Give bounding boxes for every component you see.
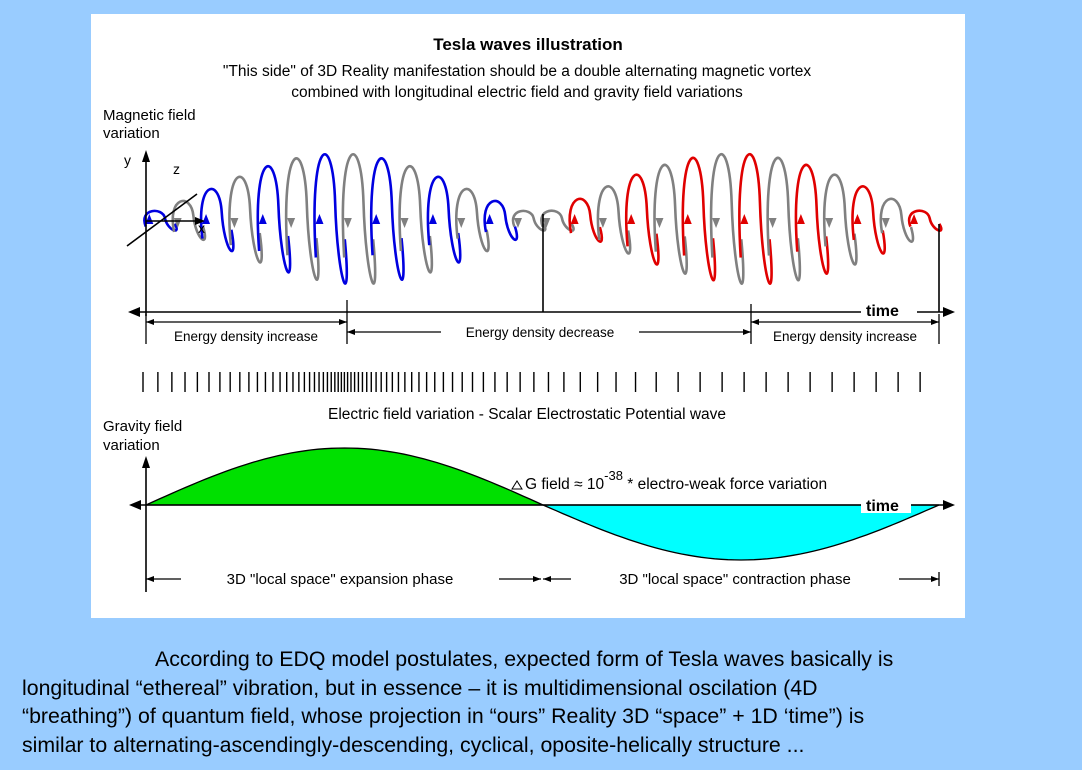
vortex-loop xyxy=(596,185,632,255)
magnetic-vortex-waves xyxy=(143,152,943,285)
magnetic-label-line1: Magnetic field xyxy=(103,107,196,124)
axis-z-label: z xyxy=(173,161,180,177)
vortex-loop xyxy=(851,185,886,255)
svg-text:G field ≈ 10-38 * electro-weak: G field ≈ 10-38 * electro-weak force var… xyxy=(525,468,827,493)
delta-g-formula: G field ≈ 10-38 * electro-weak force var… xyxy=(511,468,827,493)
vortex-loop xyxy=(398,164,434,274)
vortex-arrow xyxy=(683,214,692,224)
figure-title: Tesla waves illustration xyxy=(433,35,623,54)
magnetic-label-line2: variation xyxy=(103,125,160,142)
vortex-arrow xyxy=(315,214,324,224)
gravity-negative-area xyxy=(542,504,940,561)
figure-subtitle-line1: "This side" of 3D Reality manifestation … xyxy=(223,63,812,80)
vortex-loop xyxy=(341,153,377,285)
vortex-arrow xyxy=(598,218,607,228)
vortex-loop xyxy=(483,199,519,241)
energy-density-axis xyxy=(145,300,940,344)
vortex-arrow xyxy=(202,214,211,224)
magnetic-time-label: time xyxy=(866,303,899,320)
vortex-loop xyxy=(681,156,717,282)
electric-field-label: Electric field variation - Scalar Electr… xyxy=(328,406,726,423)
gravity-time-label: time xyxy=(866,498,899,515)
vortex-loop xyxy=(426,175,462,264)
vortex-arrow xyxy=(881,218,890,228)
illustration-canvas: Tesla waves illustration "This side" of … xyxy=(103,35,955,592)
gravity-label-line1: Gravity field xyxy=(103,418,182,435)
axis-y-label: y xyxy=(124,152,131,168)
vortex-arrow xyxy=(372,214,381,224)
formula-prefix: G field ≈ 10 xyxy=(525,476,605,493)
caption-paragraph: According to EDQ model postulates, expec… xyxy=(22,645,1067,759)
vortex-loop xyxy=(171,199,207,241)
segment-energy-increase-2: Energy density increase xyxy=(773,329,917,344)
vortex-arrow xyxy=(825,218,834,228)
vortex-loop xyxy=(738,152,773,285)
vortex-arrow xyxy=(428,214,437,224)
vortex-loop xyxy=(256,164,292,274)
vortex-loop xyxy=(907,209,943,232)
gravity-positive-area xyxy=(145,447,544,506)
vortex-loop xyxy=(284,157,320,281)
vortex-arrow xyxy=(740,214,749,224)
segment-energy-increase-1: Energy density increase xyxy=(174,329,318,344)
vortex-arrow xyxy=(627,214,636,224)
figure-subtitle-line2: combined with longitudinal electric fiel… xyxy=(291,84,743,101)
vortex-arrow xyxy=(343,218,352,228)
gravity-label-line2: variation xyxy=(103,437,160,454)
vortex-loop xyxy=(511,209,547,232)
vortex-arrow xyxy=(513,218,522,228)
vortex-loop xyxy=(822,173,858,266)
vortex-loop xyxy=(313,153,349,285)
vortex-arrow xyxy=(768,218,777,228)
tesla-waves-illustration: Tesla waves illustration "This side" of … xyxy=(91,14,965,618)
vortex-loop xyxy=(624,173,660,266)
vortex-loop xyxy=(766,156,802,282)
electric-field-ticks xyxy=(142,372,921,392)
caption-line-4: similar to alternating-ascendingly-desce… xyxy=(22,732,805,757)
vortex-arrow xyxy=(655,218,664,228)
formula-suffix: * electro-weak force variation xyxy=(623,476,827,493)
vortex-arrow xyxy=(796,214,805,224)
phase-expansion-label: 3D "local space" expansion phase xyxy=(227,571,454,588)
vortex-loop xyxy=(199,187,235,253)
vortex-arrow xyxy=(910,214,919,224)
phase-contraction-label: 3D "local space" contraction phase xyxy=(619,571,851,588)
delta-icon xyxy=(511,480,523,490)
vortex-arrow xyxy=(457,218,466,228)
caption-line-2: longitudinal “ethereal” vibration, but i… xyxy=(22,675,818,700)
vortex-arrow xyxy=(542,218,551,228)
vortex-arrow xyxy=(230,218,239,228)
vortex-loop xyxy=(794,163,830,275)
magnetic-axes xyxy=(126,150,955,317)
vortex-arrow xyxy=(712,218,721,228)
vortex-arrow xyxy=(853,214,862,224)
vortex-loop xyxy=(568,197,604,243)
vortex-loop xyxy=(455,187,490,253)
caption-line-3: “breathing”) of quantum field, whose pro… xyxy=(22,704,865,728)
phase-axis xyxy=(146,572,940,586)
vortex-loop xyxy=(879,197,915,243)
vortex-arrow xyxy=(400,218,409,228)
vortex-arrow xyxy=(287,218,296,228)
formula-exponent: -38 xyxy=(604,468,623,483)
gravity-axes xyxy=(129,456,955,592)
vortex-arrow xyxy=(258,214,267,224)
vortex-loop xyxy=(369,157,405,281)
vortex-loop xyxy=(228,175,263,264)
caption-line-1: According to EDQ model postulates, expec… xyxy=(155,647,894,671)
vortex-arrow xyxy=(485,214,494,224)
vortex-arrow xyxy=(570,214,579,224)
vortex-loop xyxy=(709,152,745,285)
segment-energy-decrease: Energy density decrease xyxy=(466,325,615,340)
vortex-loop xyxy=(653,163,688,275)
axis-x-label: x xyxy=(198,220,205,236)
